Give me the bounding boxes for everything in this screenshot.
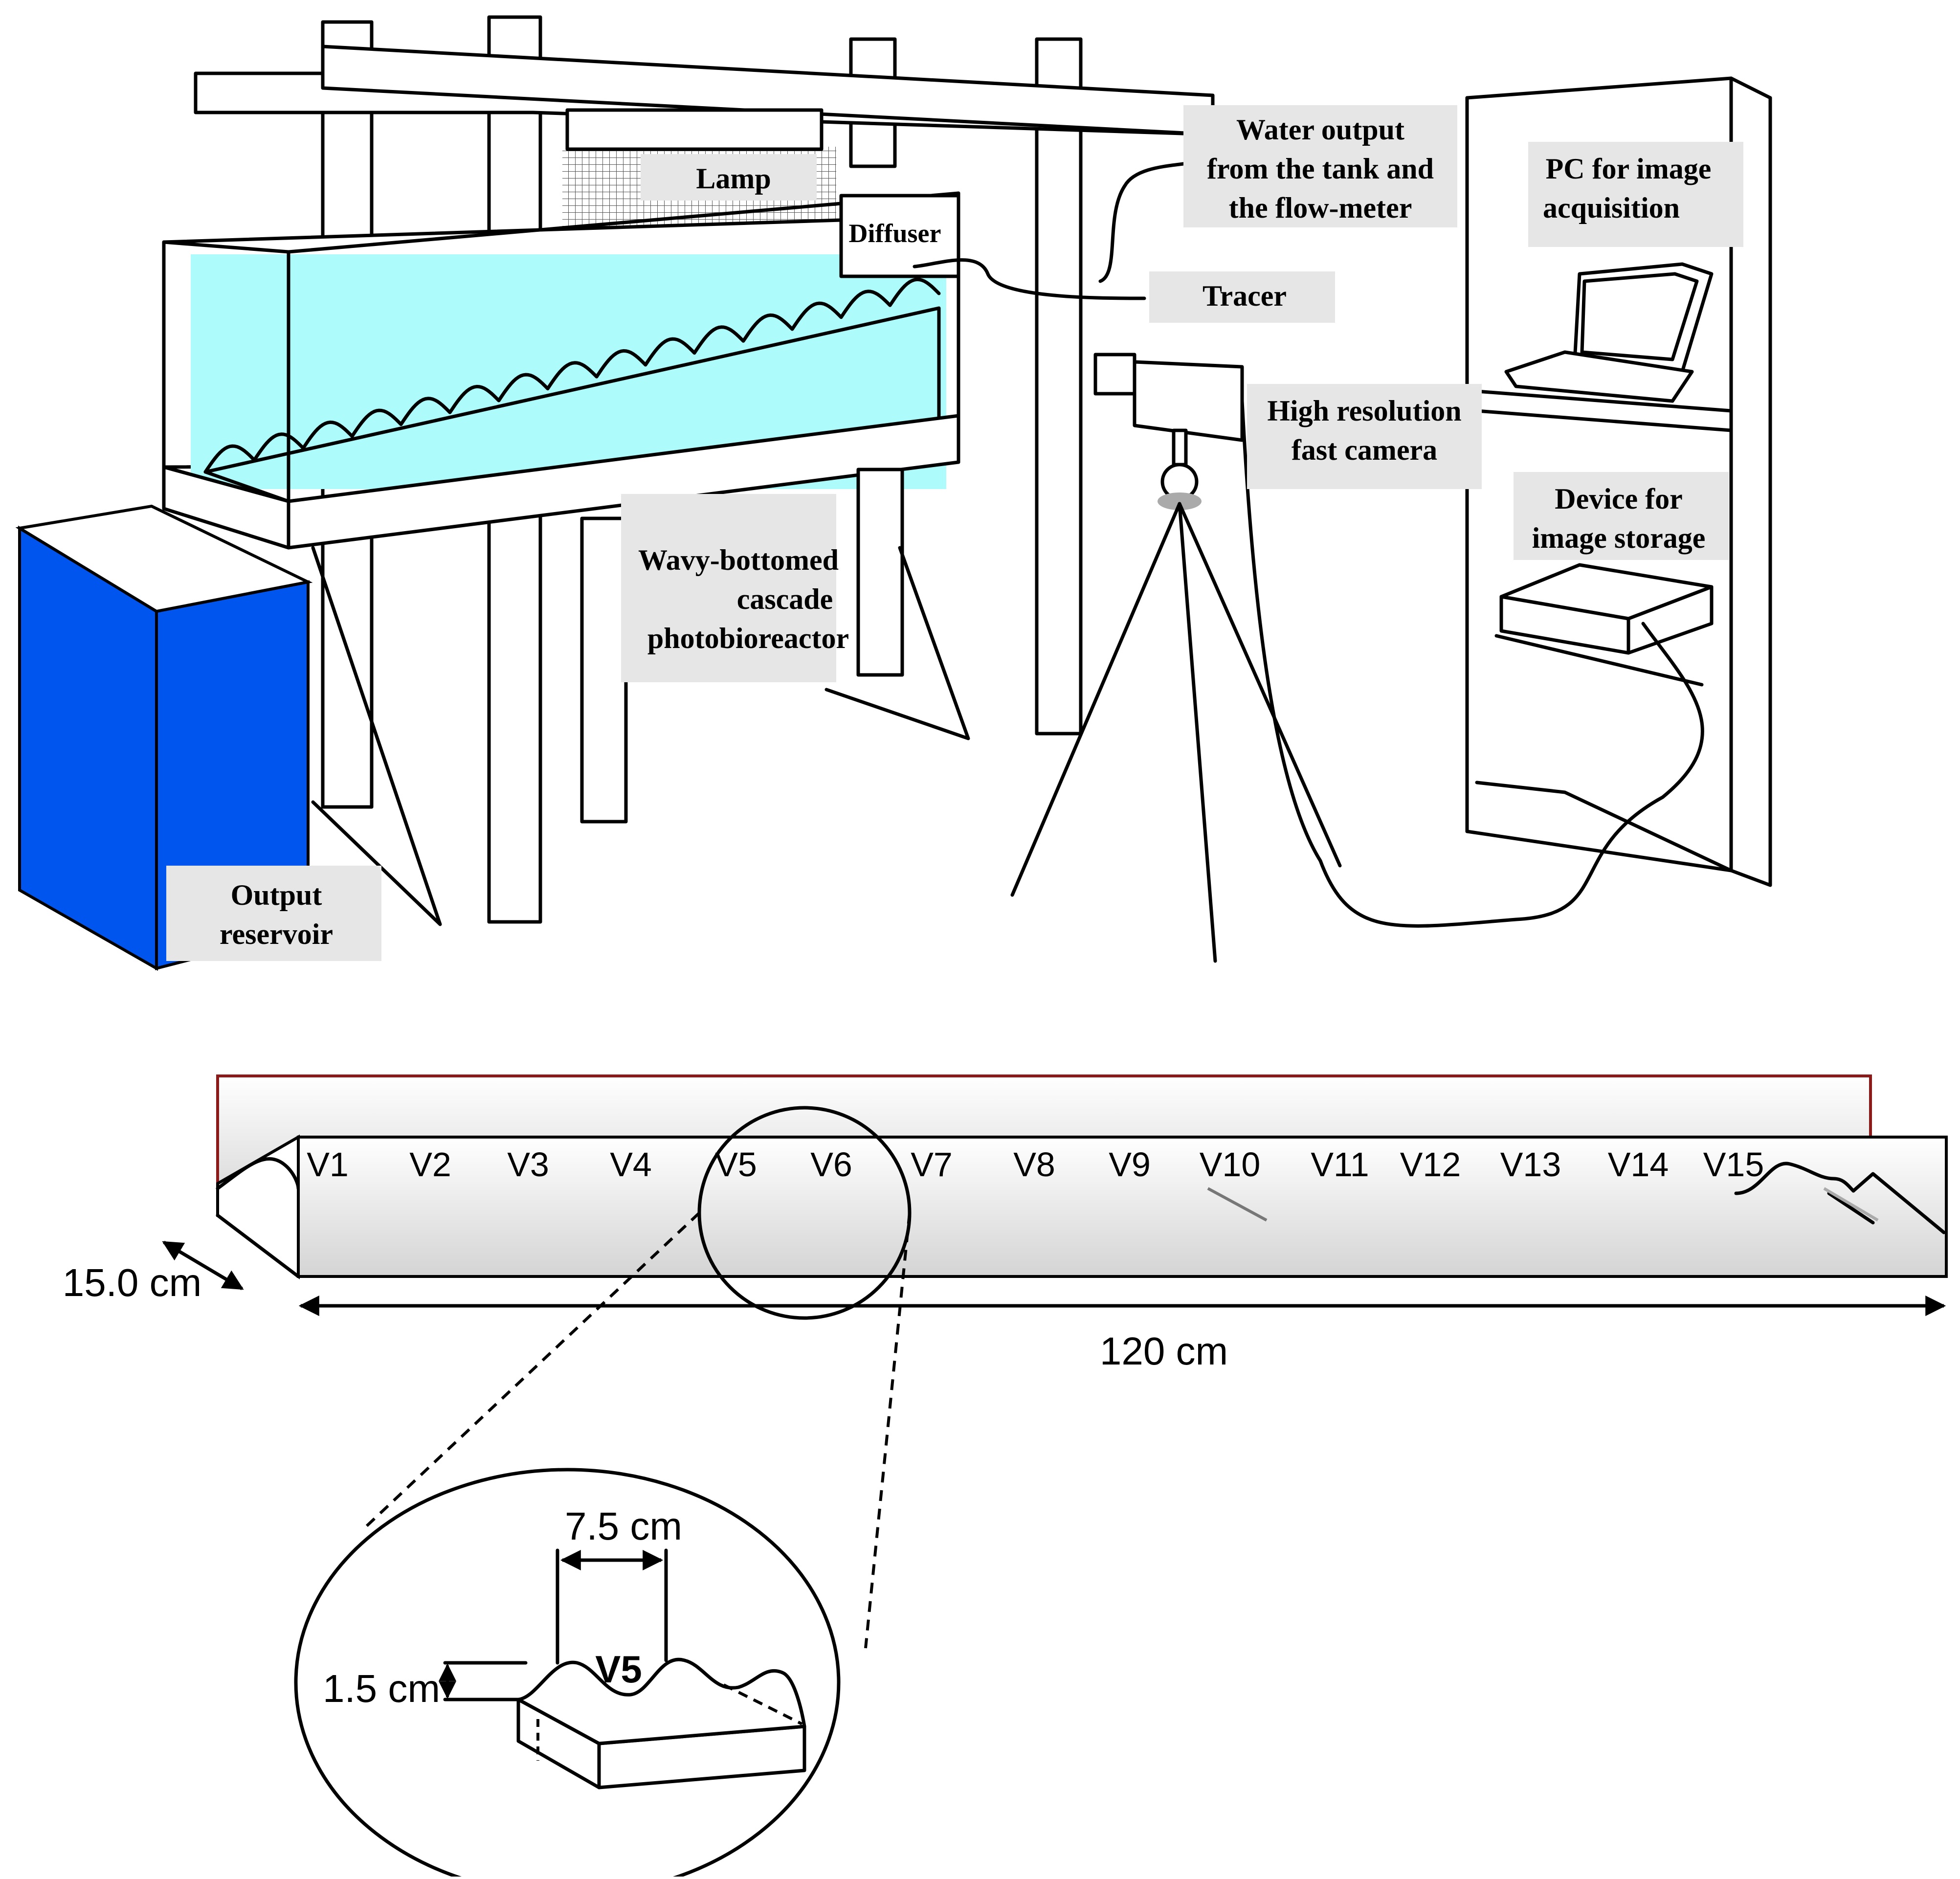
tracer-label: Tracer xyxy=(1203,280,1287,312)
water-output-label-line1: Water output xyxy=(1236,113,1404,146)
reactor-label-line1: Wavy-bottomed xyxy=(638,544,839,576)
channel-position-label: V9 xyxy=(1109,1145,1151,1184)
channel-schematic: V1 V2 V3 V4 V5 V6 V7 V8 V9 V10 V11 V12 V13 V14 V15 15.… xyxy=(63,1074,1948,1373)
wavelength-label: 7.5 cm xyxy=(565,1504,682,1548)
channel-position-labels: V1 V2 V3 V4 V5 V6 V7 V8 V9 V10 V11 V12 V13 V14 V15 xyxy=(307,1145,1764,1184)
channel-position-label: V14 xyxy=(1608,1145,1669,1184)
channel-position-label: V4 xyxy=(610,1145,652,1184)
reactor-label-line3: photobioreactor xyxy=(647,622,849,654)
reservoir-label-line2: reservoir xyxy=(220,918,333,950)
zoom-detail: 7.5 cm 1.5 cm V5 xyxy=(294,1211,911,1879)
width-label: 15.0 cm xyxy=(63,1261,202,1304)
detail-ellipse xyxy=(294,1468,841,1879)
channel-position-label: V2 xyxy=(409,1145,451,1184)
storage-device xyxy=(1494,563,1714,687)
channel-position-label: V10 xyxy=(1200,1145,1261,1184)
camera-lens xyxy=(1093,353,1136,396)
width-arrow xyxy=(162,1240,244,1291)
pc-label-line1: PC for image xyxy=(1546,153,1712,185)
channel-position-label: V6 xyxy=(810,1145,852,1184)
channel-position-label: V15 xyxy=(1703,1145,1764,1184)
channel-position-label: V7 xyxy=(911,1145,953,1184)
photobioreactor-tank xyxy=(162,191,970,926)
channel-position-label: V13 xyxy=(1500,1145,1561,1184)
channel-front-wall xyxy=(297,1136,1948,1278)
camera-label-line1: High resolution xyxy=(1267,395,1461,427)
device-label-line1: Device for xyxy=(1555,483,1683,515)
channel-position-label: V1 xyxy=(307,1145,349,1184)
channel-position-label: V3 xyxy=(507,1145,549,1184)
reactor-label-line2: cascade xyxy=(737,583,833,615)
camera-tripod xyxy=(1010,353,1342,963)
lamp-fixture xyxy=(565,108,824,151)
equipment-cabinet xyxy=(1465,76,1772,887)
channel-position-label: V5 xyxy=(715,1145,757,1184)
amplitude-label: 1.5 cm xyxy=(323,1667,440,1710)
detail-position-label: V5 xyxy=(595,1648,642,1691)
top-labels: Lamp Diffuser Water output from the tank… xyxy=(166,105,1743,961)
reservoir-label-line1: Output xyxy=(231,879,322,911)
diffuser-label: Diffuser xyxy=(849,219,941,248)
lamp-label: Lamp xyxy=(696,162,771,195)
length-label: 120 cm xyxy=(1100,1329,1228,1373)
pc-label-line2: acquisition xyxy=(1543,192,1680,224)
channel-position-label: V8 xyxy=(1013,1145,1055,1184)
water-output-label-line2: from the tank and xyxy=(1207,153,1434,185)
laptop xyxy=(1504,262,1714,403)
camera-label-line2: fast camera xyxy=(1292,434,1437,466)
cables xyxy=(913,162,1704,928)
channel-position-label: V11 xyxy=(1311,1145,1369,1184)
device-label-line2: image storage xyxy=(1532,522,1706,554)
channel-position-label: V12 xyxy=(1400,1145,1461,1184)
water-output-label-line3: the flow-meter xyxy=(1229,192,1412,224)
